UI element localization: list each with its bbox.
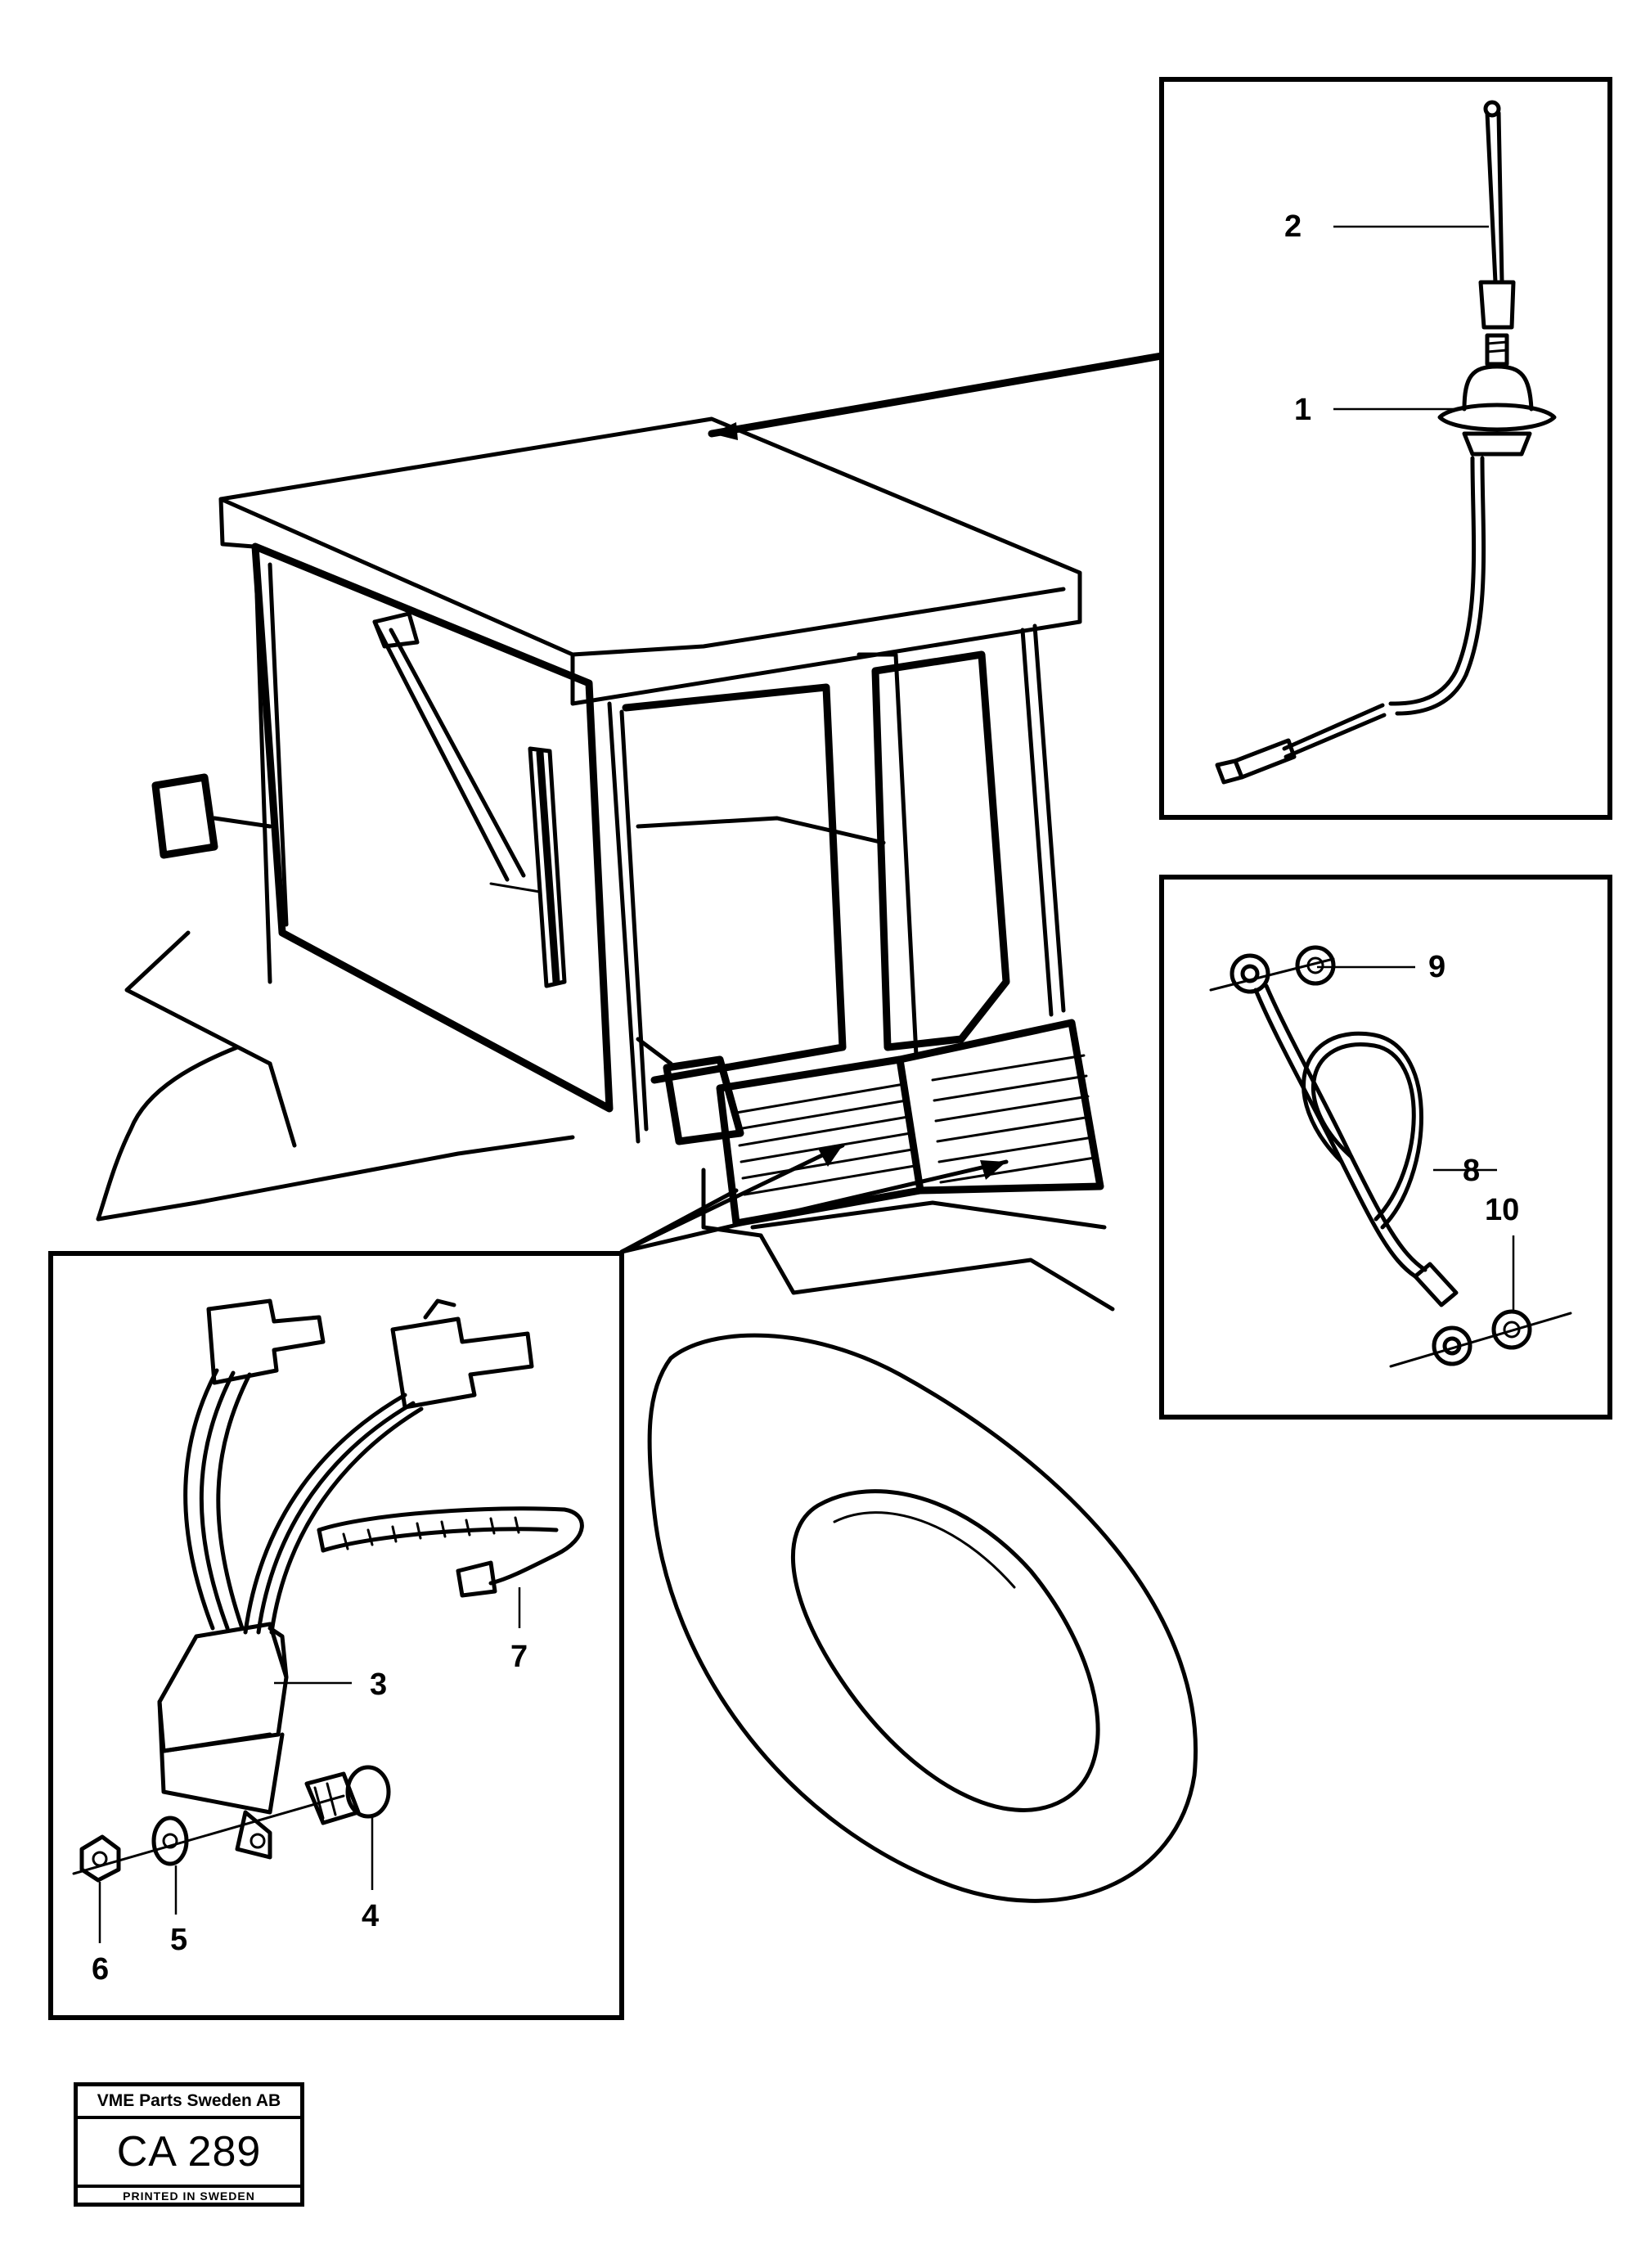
stamp-code: CA 289 bbox=[78, 2119, 300, 2188]
callout-2: 2 bbox=[1284, 209, 1302, 244]
detail-box-relay-harness bbox=[48, 1251, 624, 2020]
stamp-company: VME Parts Sweden AB bbox=[78, 2086, 300, 2119]
callout-9: 9 bbox=[1428, 950, 1446, 984]
machine-illustration bbox=[96, 352, 1198, 1903]
callout-8: 8 bbox=[1463, 1154, 1481, 1188]
callout-6: 6 bbox=[92, 1952, 110, 1987]
detail-box-antenna bbox=[1159, 77, 1612, 820]
callout-5: 5 bbox=[170, 1923, 188, 1957]
title-stamp: VME Parts Sweden AB CA 289 PRINTED IN SW… bbox=[74, 2082, 304, 2207]
callout-1: 1 bbox=[1294, 393, 1312, 427]
callout-7: 7 bbox=[510, 1640, 528, 1674]
callout-10: 10 bbox=[1485, 1193, 1520, 1227]
callout-3: 3 bbox=[370, 1667, 388, 1702]
stamp-printed: PRINTED IN SWEDEN bbox=[123, 2189, 255, 2203]
detail-box-ground-cable bbox=[1159, 875, 1612, 1420]
callout-4: 4 bbox=[362, 1899, 380, 1933]
